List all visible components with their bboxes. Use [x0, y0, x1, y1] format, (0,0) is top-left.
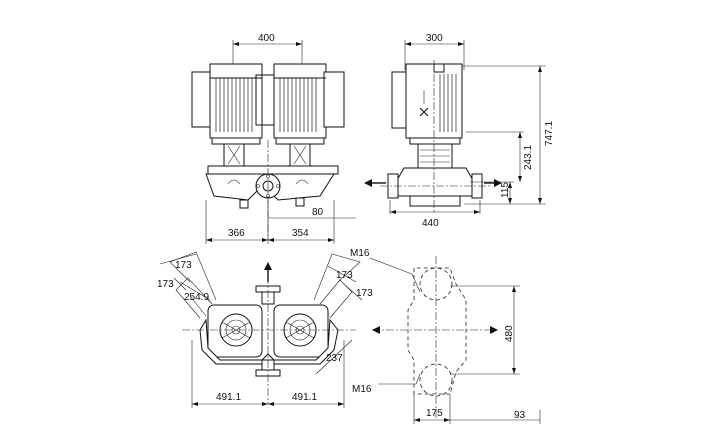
m16-top-label: M16 — [350, 248, 421, 293]
dim-243-1-text: 243.1 — [523, 145, 534, 170]
dim-300: 300 — [404, 33, 465, 70]
footprint-view: M16 M16 480 175 93 — [350, 248, 541, 424]
front-view: 400 — [191, 33, 356, 244]
dim-80-text: 80 — [312, 207, 324, 218]
left-motor — [191, 63, 271, 167]
flow-arrow-right-footprint-icon — [490, 326, 498, 334]
dim-254-9-text: 254.9 — [184, 292, 209, 303]
dim-175-93: 175 93 — [413, 394, 541, 424]
front-pump-housing — [205, 165, 339, 209]
dim-115-text: 115 — [500, 182, 511, 198]
top-view: 173 173 254.9 173 173 237 491.1 491.1 — [157, 251, 373, 408]
dim-440-text: 440 — [422, 218, 439, 229]
dim-237-text: 237 — [326, 353, 343, 364]
left-pump-top — [169, 251, 263, 358]
dim-300-text: 300 — [426, 33, 443, 44]
m16-bottom-text: M16 — [352, 384, 372, 395]
flow-arrow-right-icon — [484, 179, 502, 187]
right-motor — [261, 63, 345, 167]
dim-491-1-right-text: 491.1 — [292, 392, 317, 403]
dim-175-text: 175 — [426, 408, 443, 419]
dim-173-c-text: 173 — [336, 270, 353, 281]
dim-173-a-text: 173 — [175, 260, 192, 271]
dim-366-text: 366 — [228, 228, 245, 239]
dim-93-text: 93 — [514, 410, 526, 421]
dim-480-text: 480 — [504, 325, 515, 342]
dim-173-b-text: 173 — [157, 279, 174, 290]
dim-top-right: 173 173 237 — [315, 265, 373, 375]
dim-top-left: 173 173 254.9 — [157, 253, 211, 317]
m16-bottom-label: M16 — [352, 373, 421, 395]
m16-top-text: M16 — [350, 248, 370, 259]
dim-440: 440 — [389, 200, 481, 229]
dim-747-1-text: 747.1 — [544, 121, 555, 146]
side-view: 300 — [364, 33, 555, 229]
flow-arrow-left-footprint-icon — [372, 326, 380, 334]
dim-366-354: 366 354 — [205, 200, 335, 244]
dim-80: 80 — [268, 207, 356, 219]
dim-400: 400 — [232, 33, 303, 64]
dim-400-text: 400 — [258, 33, 275, 44]
dim-491-1-left-text: 491.1 — [216, 392, 241, 403]
dim-491-1: 491.1 491.1 — [191, 340, 345, 408]
dim-173-d-text: 173 — [356, 288, 373, 299]
dim-354-text: 354 — [292, 228, 309, 239]
flow-arrow-left-icon — [364, 179, 386, 187]
dim-vertical-side: 747.1 243.1 115 — [462, 65, 555, 205]
grundfos-logo-icon — [419, 90, 429, 117]
dim-480: 480 — [450, 285, 520, 375]
